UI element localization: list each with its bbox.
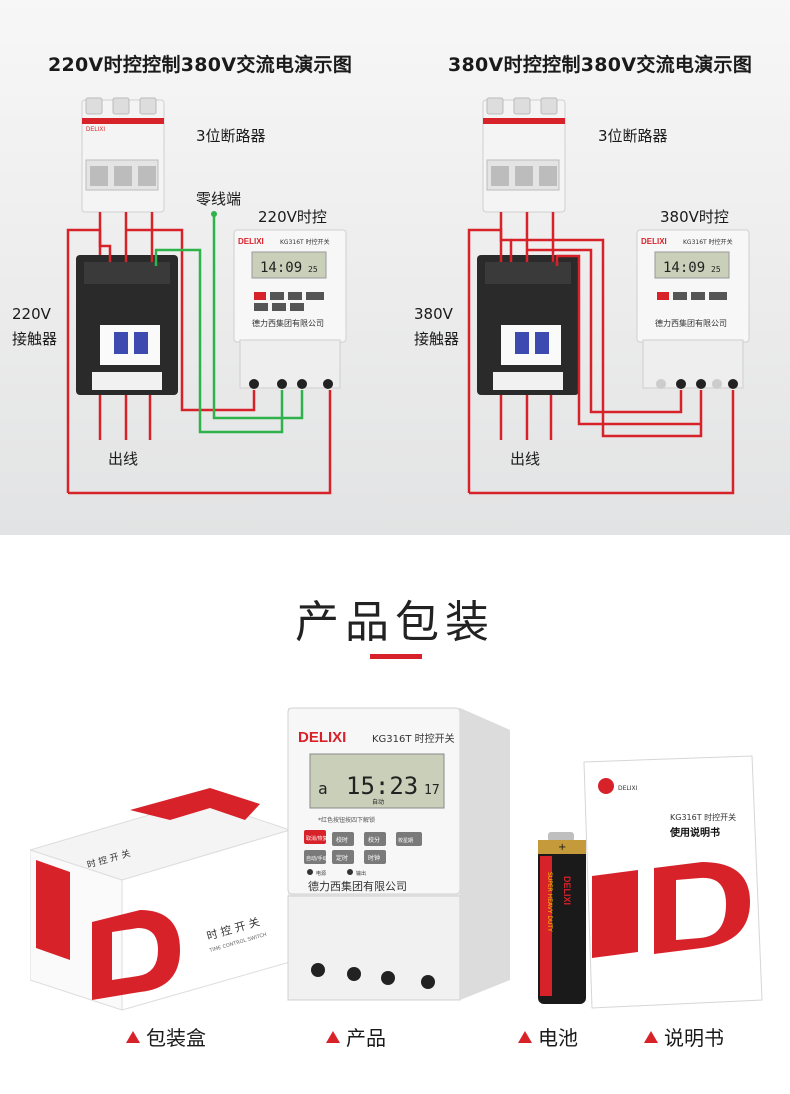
right-timer: DELIXI KG316T 时控开关 14:09 25 德力西集团有限公司 <box>636 229 750 389</box>
right-diagram-title: 380V时控控制380V交流电演示图 <box>448 54 753 76</box>
battery: DELIXI SUPER HEAVY DUTY + <box>538 832 586 1004</box>
caption-battery: 电池 <box>518 1022 578 1051</box>
left-contactor-label-1: 220V <box>12 305 51 323</box>
caption-manual-text: 说明书 <box>664 1026 724 1050</box>
right-contactor-label-2: 接触器 <box>414 330 460 348</box>
caption-product-text: 产品 <box>346 1026 386 1050</box>
battery-plus: + <box>558 842 566 853</box>
caption-box-text: 包装盒 <box>146 1026 206 1050</box>
right-timer-time: 14:09 <box>663 260 705 276</box>
product-led1: 电源 <box>316 870 326 877</box>
left-timer-company: 德力西集团有限公司 <box>252 318 324 328</box>
right-red-wires <box>467 212 735 495</box>
triangle-icon <box>126 1030 140 1043</box>
packaging-contents: 时 控 开 关 时 控 开 关 TIME CONTROL SWITCH DELI… <box>0 690 790 1094</box>
right-wiring-diagram: DELIXI KG316T 时控开关 14:09 25 德力西集团有限公司 <box>467 97 750 495</box>
left-timer-label: 220V时控 <box>258 208 327 226</box>
right-timer-label: 380V时控 <box>660 208 729 226</box>
right-timer-sec: 25 <box>711 265 721 274</box>
product-led2: 输出 <box>356 870 366 877</box>
left-neutral-label: 零线端 <box>196 190 242 208</box>
product-sec: 17 <box>424 783 440 798</box>
left-timer-brand: DELIXI <box>238 237 264 246</box>
product-btn5: 自动/手动 <box>306 855 328 862</box>
right-timer-model: KG316T 时控开关 <box>683 238 733 246</box>
product-model: KG316T 时控开关 <box>372 732 455 745</box>
manual: DELIXI KG316T 时控开关 使用说明书 <box>583 755 763 1009</box>
battery-brand: DELIXI <box>562 876 572 905</box>
left-diagram-title: 220V时控控制380V交流电演示图 <box>48 54 353 76</box>
manual-line1: KG316T 时控开关 <box>670 812 736 822</box>
left-timer-sec: 25 <box>308 265 318 274</box>
battery-text: SUPER HEAVY DUTY <box>546 872 553 932</box>
right-breaker <box>482 97 566 213</box>
left-breaker: DELIXI <box>81 97 165 213</box>
manual-brand: DELIXI <box>618 785 638 792</box>
product-btn1: 取消/恢复 <box>306 835 328 842</box>
triangle-icon <box>644 1030 658 1043</box>
wiring-section: 220V时控控制380V交流电演示图 380V时控控制380V交流电演示图 DE… <box>0 0 790 535</box>
product-btn4: 校星期 <box>398 837 413 844</box>
left-timer: DELIXI KG316T 时控开关 14:09 25 德力西集团有限公司 <box>233 229 347 389</box>
product-day: a <box>318 779 328 798</box>
right-timer-company: 德力西集团有限公司 <box>655 318 727 328</box>
product-time: 15:23 <box>346 772 418 800</box>
right-breaker-label: 3位断路器 <box>598 127 668 145</box>
left-output-label: 出线 <box>108 450 139 468</box>
packaging-title: 产品包装 <box>295 597 495 648</box>
triangle-icon <box>518 1030 532 1043</box>
right-output-label: 出线 <box>510 450 541 468</box>
product-btn2: 校时 <box>336 836 348 844</box>
package-box: 时 控 开 关 时 控 开 关 TIME CONTROL SWITCH <box>30 788 292 1011</box>
caption-box: 包装盒 <box>126 1022 206 1051</box>
caption-battery-text: 电池 <box>538 1026 578 1050</box>
left-timer-model: KG316T 时控开关 <box>280 238 330 246</box>
product-brand: DELIXI <box>298 729 346 746</box>
product-btn6: 定时 <box>336 854 348 862</box>
left-wiring-diagram: DELIXI DELIXI KG316T 时控开关 14:09 25 <box>66 97 347 495</box>
left-contactor <box>76 255 178 395</box>
product-btn3: 校分 <box>368 836 380 844</box>
right-contactor <box>477 255 579 395</box>
triangle-icon <box>326 1030 340 1043</box>
product-company: 德力西集团有限公司 <box>308 879 407 893</box>
left-contactor-label-2: 接触器 <box>12 330 58 348</box>
left-breaker-brand: DELIXI <box>86 127 105 133</box>
product-btn7: 时钟 <box>368 854 380 862</box>
product-mode: 自动 <box>372 798 384 806</box>
caption-manual: 说明书 <box>644 1022 724 1051</box>
manual-line2: 使用说明书 <box>669 826 720 839</box>
left-timer-time: 14:09 <box>260 260 302 276</box>
right-contactor-label-1: 380V <box>414 305 453 323</box>
left-breaker-label: 3位断路器 <box>196 127 266 145</box>
title-underline <box>370 654 422 659</box>
left-green-wires <box>154 216 304 434</box>
product-hint: *红色按钮按四下解锁 <box>318 816 375 824</box>
caption-product: 产品 <box>326 1022 386 1051</box>
left-red-wires <box>66 212 332 495</box>
right-timer-brand: DELIXI <box>641 237 667 246</box>
product-timer: DELIXI KG316T 时控开关 a 15:23 17 自动 *红色按钮按四… <box>287 707 510 1001</box>
